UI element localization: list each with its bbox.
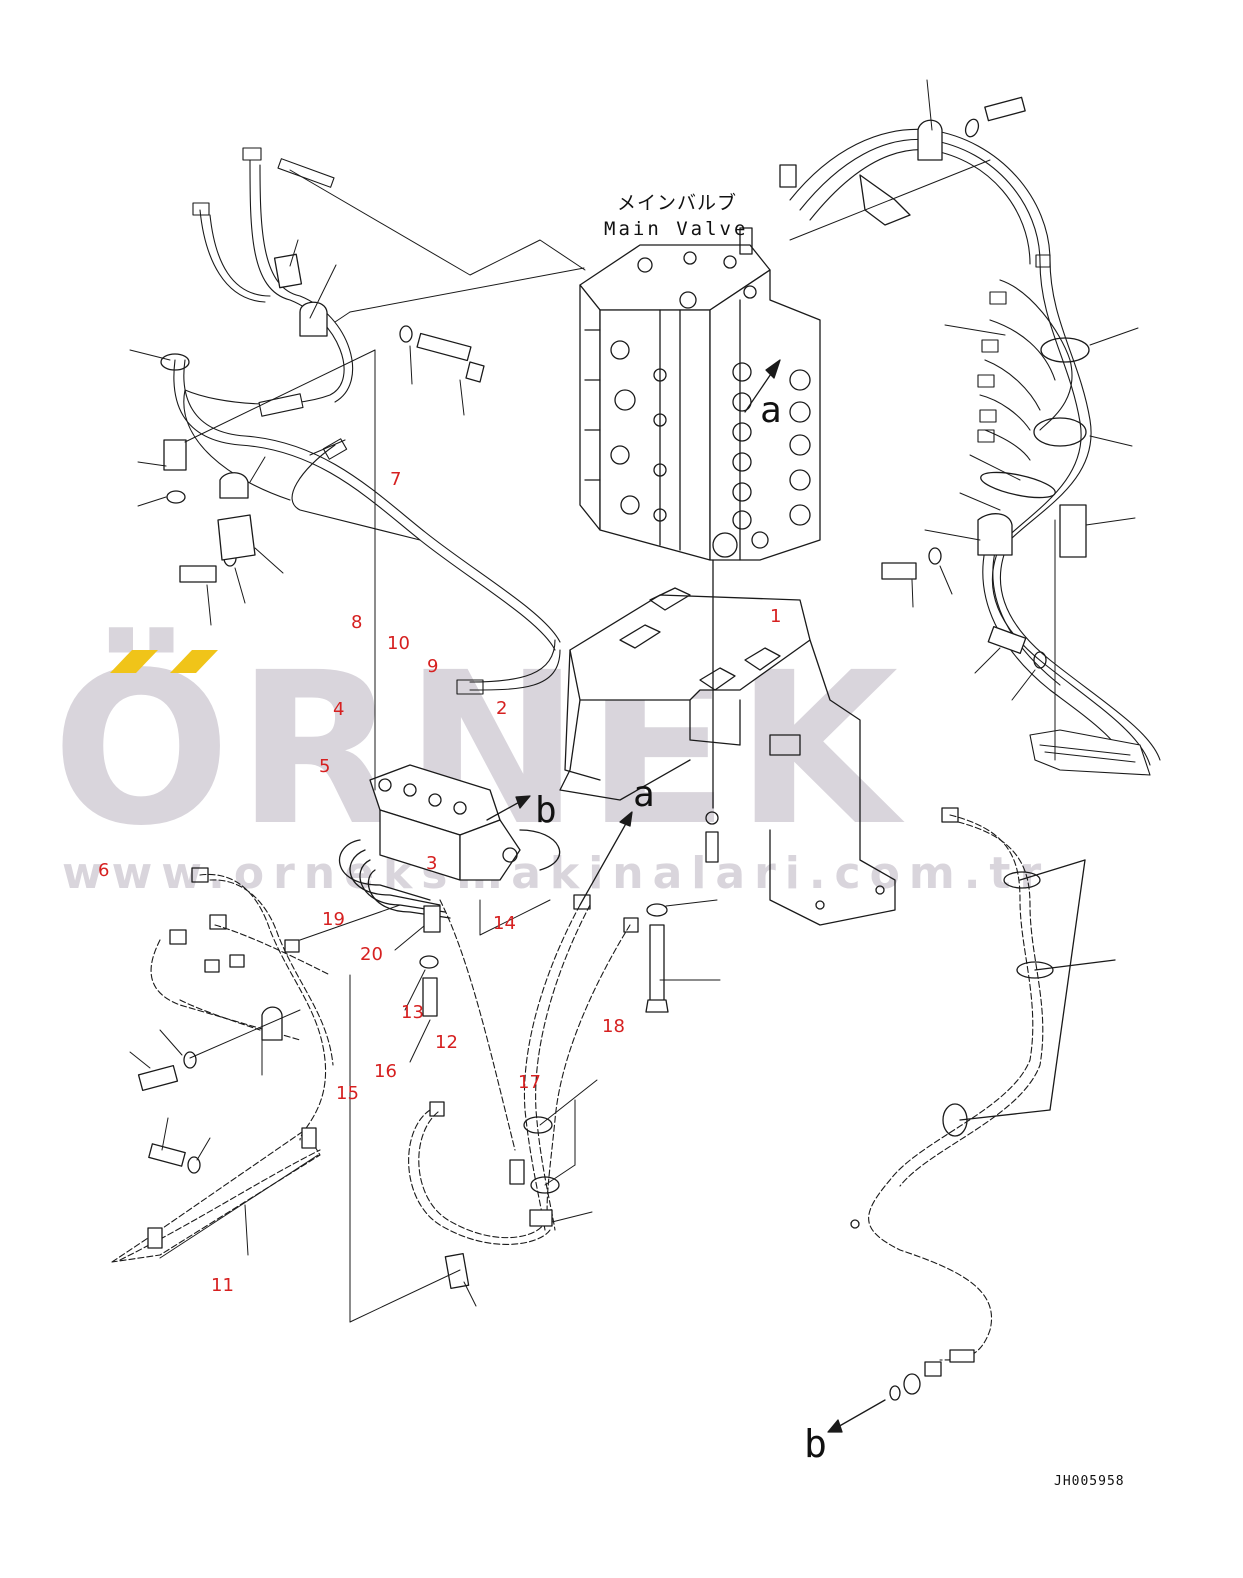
main-valve-title-en: Main Valve bbox=[604, 218, 749, 240]
drawing-code: JH005958 bbox=[1054, 1474, 1125, 1489]
main-valve-title-jp: メインバルブ bbox=[617, 192, 738, 214]
part-label-9: 9 bbox=[427, 656, 439, 677]
hose-right-long bbox=[868, 814, 1044, 1361]
valve-mount-bracket bbox=[559, 587, 896, 926]
leader-lines-right bbox=[789, 79, 1139, 761]
part-label-15: 15 bbox=[336, 1083, 359, 1104]
part-label-5: 5 bbox=[319, 756, 331, 777]
part-label-2: 2 bbox=[496, 698, 508, 719]
leader-lines-bottom-left bbox=[129, 1009, 319, 1259]
direction-arrows bbox=[486, 359, 886, 1433]
fasteners-top-left bbox=[160, 253, 485, 583]
part-label-16: 16 bbox=[374, 1061, 397, 1082]
main-valve bbox=[579, 244, 821, 561]
part-label-11: 11 bbox=[211, 1275, 234, 1296]
leader-lines-top-left bbox=[129, 169, 586, 791]
arrow-label-b-bottom: b bbox=[804, 1422, 827, 1466]
part-label-12: 12 bbox=[435, 1032, 458, 1053]
hose-bundle-bottom-left bbox=[111, 873, 334, 1263]
arrow-label-a-top: a bbox=[760, 390, 782, 431]
leader-lines-center bbox=[299, 899, 721, 1323]
part-label-18: 18 bbox=[602, 1016, 625, 1037]
hose-bundle-center bbox=[408, 899, 631, 1245]
part-label-17: 17 bbox=[518, 1072, 541, 1093]
part-label-8: 8 bbox=[351, 612, 363, 633]
fasteners-right bbox=[739, 96, 1090, 669]
part-label-14: 14 bbox=[493, 913, 516, 934]
watermark-url: www.orneksmakinalari.com.tr bbox=[62, 848, 1051, 899]
part-label-10: 10 bbox=[387, 633, 410, 654]
pilot-valve bbox=[338, 764, 561, 919]
part-label-13: 13 bbox=[401, 1002, 424, 1023]
right-hose-fittings bbox=[850, 807, 1116, 1401]
center-parts bbox=[419, 894, 669, 1289]
arrow-label-b-mid: b bbox=[535, 790, 557, 831]
hose-bundle-right bbox=[789, 128, 1161, 776]
part-label-1: 1 bbox=[770, 606, 782, 627]
part-label-7: 7 bbox=[390, 469, 402, 490]
part-label-6: 6 bbox=[98, 860, 110, 881]
part-label-3: 3 bbox=[426, 853, 438, 874]
hose-bundle-top-left bbox=[173, 147, 561, 695]
part-label-20: 20 bbox=[360, 944, 383, 965]
bottom-left-parts bbox=[137, 867, 317, 1249]
part-label-4: 4 bbox=[333, 699, 345, 720]
arrow-label-a-mid: a bbox=[633, 774, 655, 815]
part-label-19: 19 bbox=[322, 909, 345, 930]
